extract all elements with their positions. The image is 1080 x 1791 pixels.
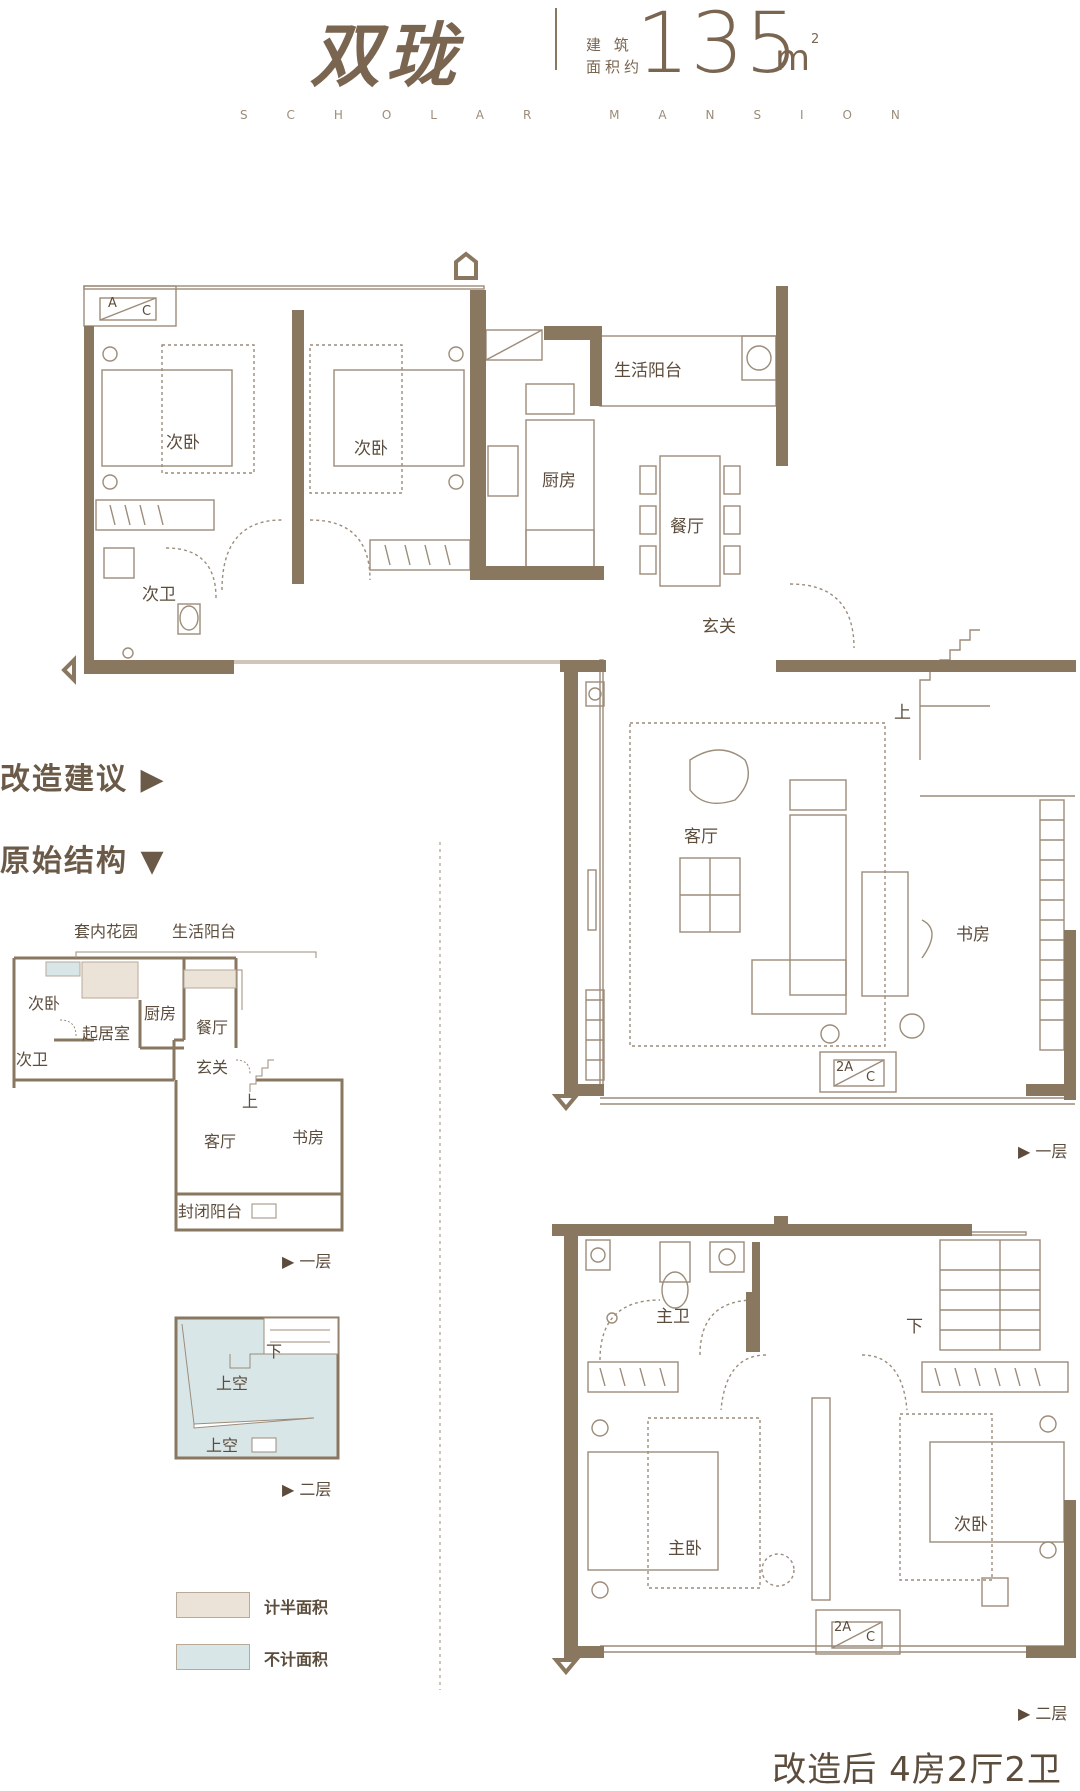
room-service-balcony: 生活阳台: [614, 361, 682, 381]
section-renovation: 改造建议 ▶: [0, 762, 166, 797]
room-master-bath: 主卫: [656, 1307, 690, 1327]
orig-floor-label-1: ▶ 一层: [282, 1252, 332, 1271]
stairs-up-label: 上: [894, 703, 911, 723]
orig-garden: 套内花园: [74, 922, 139, 941]
legend-no-area: 不计面积: [264, 1650, 329, 1669]
orig-floor-label-2: ▶ 二层: [282, 1480, 332, 1499]
legend-swatch-none: [176, 1644, 250, 1670]
orig-kitchen: 厨房: [144, 1004, 177, 1023]
room-secondary-bedroom: 次卧: [954, 1515, 988, 1535]
orig-stairs-down: 下: [266, 1342, 283, 1361]
orig-living-room: 起居室: [82, 1024, 131, 1043]
room-kitchen: 厨房: [542, 471, 576, 491]
area-label-line1: 建 筑: [586, 36, 633, 54]
orig-entrance: 玄关: [196, 1058, 229, 1077]
orig-closed-balcony: 封闭阳台: [178, 1202, 243, 1221]
orig-stairs-up: 上: [242, 1092, 259, 1111]
room-master-bedroom: 主卧: [668, 1539, 702, 1559]
orig-void-1: 上空: [216, 1374, 249, 1393]
ac2-label-a: 2A: [836, 1060, 854, 1075]
orig-balcony: 生活阳台: [172, 922, 237, 941]
room-dining: 餐厅: [670, 517, 704, 537]
legend-half-area: 计半面积: [264, 1598, 329, 1617]
ac-label-a: A: [108, 296, 117, 311]
room-bedroom-b: 次卧: [354, 439, 388, 459]
ac-label-c: C: [142, 304, 152, 319]
orig-living: 客厅: [204, 1132, 237, 1151]
title-divider: [555, 8, 557, 70]
stairs-down-label: 下: [906, 1317, 923, 1337]
area-value: 135: [636, 0, 800, 92]
orig-study: 书房: [292, 1128, 325, 1147]
orig-void-2: 上空: [206, 1436, 239, 1455]
area-label-line2: 面积约: [586, 58, 644, 76]
ac2-f2-label-c: C: [866, 1630, 876, 1645]
project-name: 双珑: [310, 14, 462, 97]
room-study: 书房: [956, 925, 990, 945]
floor-label-2: ▶ 二层: [1018, 1704, 1068, 1723]
ac2-label-c: C: [866, 1070, 876, 1085]
orig-dining: 餐厅: [196, 1018, 229, 1037]
legend-swatch-half: [176, 1592, 250, 1618]
layout-summary: 改造后 4房2厅2卫: [772, 1750, 1062, 1790]
room-secondary-bath: 次卫: [142, 585, 176, 605]
room-entrance: 玄关: [702, 617, 736, 637]
orig-bath: 次卫: [16, 1050, 49, 1069]
ac2-f2-label-a: 2A: [834, 1620, 852, 1635]
area-unit: m: [775, 38, 811, 79]
area-unit-superscript: 2: [811, 32, 820, 47]
section-original: 原始结构 ▼: [0, 844, 166, 879]
orig-bedroom: 次卧: [28, 994, 61, 1013]
room-bedroom-a: 次卧: [166, 433, 200, 453]
floor-label-1: ▶ 一层: [1018, 1142, 1068, 1161]
room-living: 客厅: [684, 827, 718, 847]
